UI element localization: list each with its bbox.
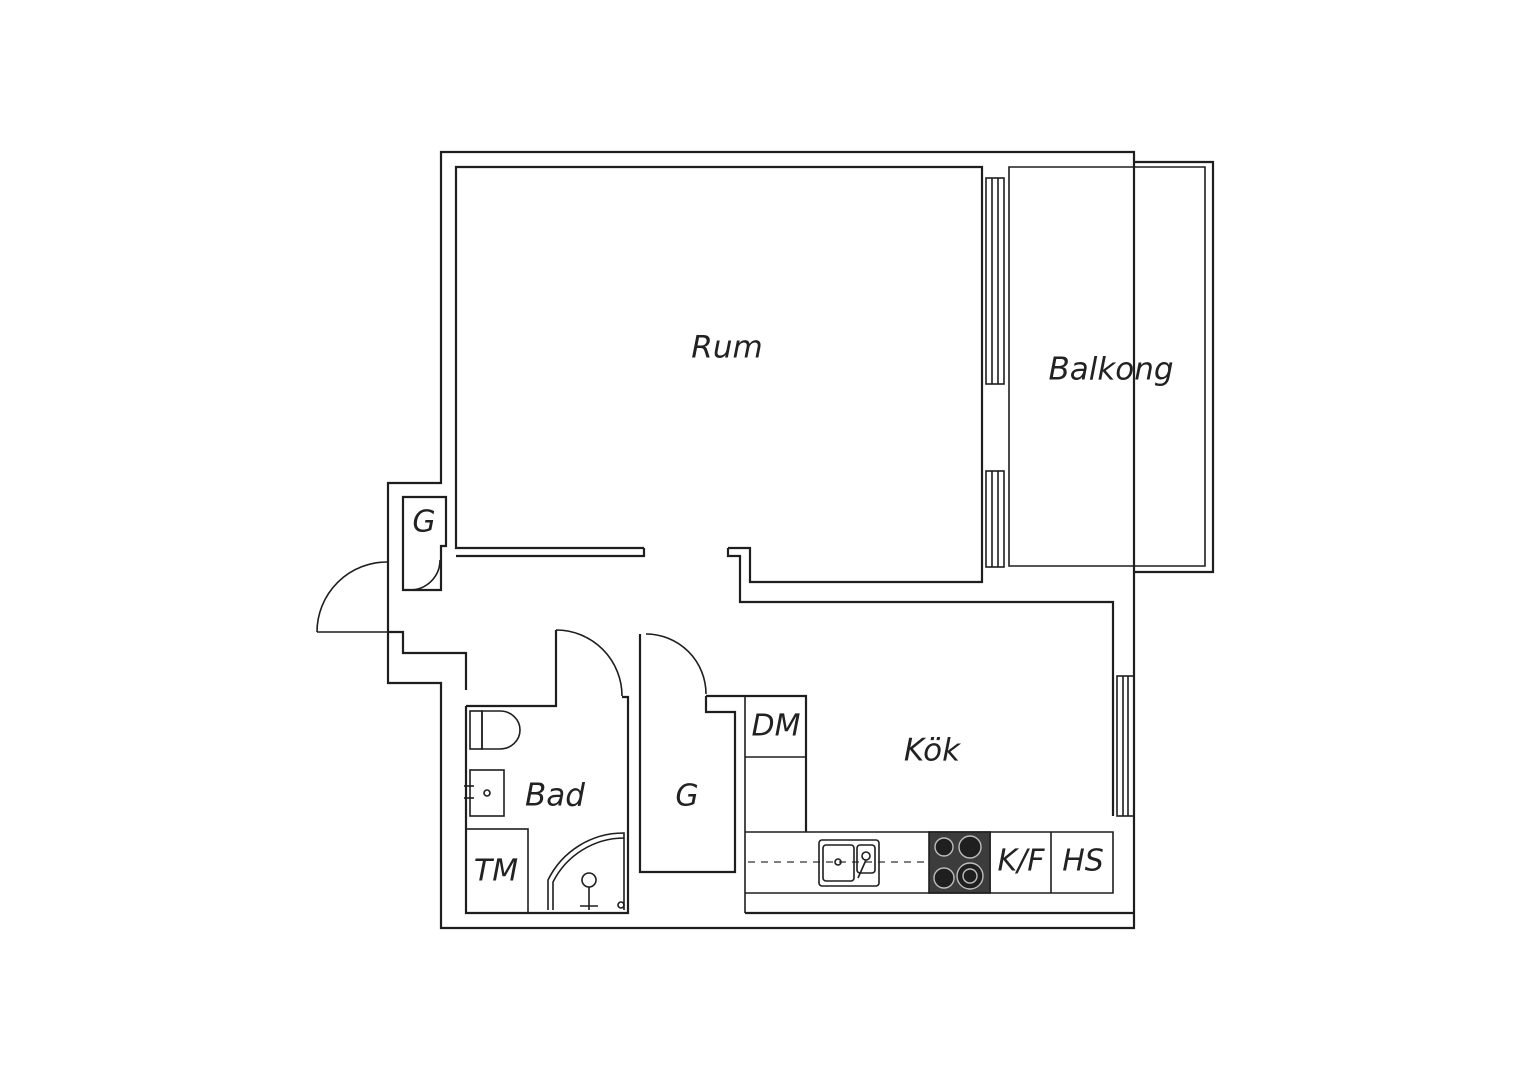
window-icon [985,177,1005,385]
door-swing-icon [316,561,389,633]
room-label-bad: Bad [525,778,585,814]
door-swing-icon [555,629,623,697]
dishwasher-label: DM [752,709,801,744]
toilet-icon [469,710,521,750]
hall-wall [388,630,468,690]
window-icon [1116,675,1135,817]
room-label-rum: Rum [691,330,762,366]
door-swing-icon [645,633,707,695]
fridge-freezer-label: K/F [997,844,1045,879]
kitchen-wall [706,694,808,832]
window-icon [985,470,1005,568]
rum-wall-stub-right [726,548,1115,816]
balcony-inner [1008,166,1206,567]
outer-wall [386,150,1136,930]
kitchen-sink-icon [818,839,880,887]
balcony-outline [1134,160,1215,574]
entry-closet [401,495,448,592]
rum-wall-stub [456,548,646,558]
hall-closet [638,634,737,874]
closet-label-hall: G [675,779,698,814]
stove-icon [928,831,991,894]
rum-wall [454,165,984,584]
washing-machine [465,828,529,914]
room-label-balkong: Balkong [1048,352,1173,388]
bath-top [466,630,558,708]
washbasin-icon [464,769,505,817]
door-swing-icon [409,559,441,591]
closet-label-entry: G [412,505,435,540]
shower-icon [547,832,625,910]
tall-cabinet-label: HS [1062,844,1104,879]
room-label-kok: Kök [904,733,961,769]
washing-machine-label: TM [474,854,518,889]
